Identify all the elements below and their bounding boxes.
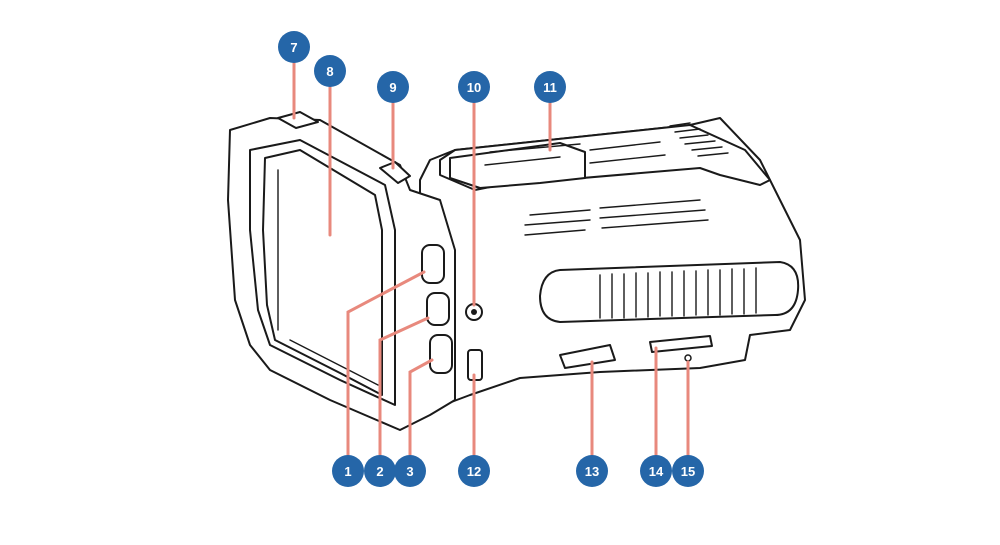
- callout-9: 9: [377, 71, 409, 103]
- svg-text:13: 13: [585, 464, 599, 479]
- svg-text:14: 14: [649, 464, 664, 479]
- mount-plate: [449, 142, 586, 189]
- hinge-tab: [379, 161, 411, 184]
- callout-14: 14: [640, 455, 672, 487]
- side-button-up: [421, 244, 445, 284]
- callout-badges: 1 2 3 7 8 9 10 11: [278, 31, 704, 487]
- leader-1: [346, 270, 426, 457]
- display-screen: [262, 149, 383, 396]
- svg-text:11: 11: [543, 80, 557, 95]
- svg-text:1: 1: [344, 464, 351, 479]
- callout-13: 13: [576, 455, 608, 487]
- side-vent-slots: [524, 199, 709, 236]
- callout-7: 7: [278, 31, 310, 63]
- callout-2: 2: [364, 455, 396, 487]
- dashcam-drawing: [227, 111, 806, 431]
- side-button-down: [429, 334, 453, 374]
- callout-12: 12: [458, 455, 490, 487]
- svg-text:15: 15: [681, 464, 695, 479]
- top-vent-slots: [669, 122, 729, 157]
- callout-11: 11: [534, 71, 566, 103]
- card-slot: [649, 335, 713, 353]
- svg-text:8: 8: [326, 64, 333, 79]
- usb-port: [559, 344, 616, 369]
- svg-text:3: 3: [406, 464, 413, 479]
- callout-8: 8: [314, 55, 346, 87]
- side-button-ok: [426, 292, 450, 326]
- callout-1: 1: [332, 455, 364, 487]
- leader-lines: [292, 60, 690, 457]
- svg-text:2: 2: [376, 464, 383, 479]
- svg-text:9: 9: [389, 80, 396, 95]
- svg-text:12: 12: [467, 464, 481, 479]
- leader-2: [378, 316, 430, 457]
- grip-ribs: [599, 267, 757, 319]
- svg-text:7: 7: [290, 40, 297, 55]
- leader-3: [408, 358, 434, 457]
- ribbed-grip: [539, 261, 800, 323]
- callout-3: 3: [394, 455, 426, 487]
- callout-10: 10: [458, 71, 490, 103]
- svg-text:10: 10: [467, 80, 481, 95]
- callout-15: 15: [672, 455, 704, 487]
